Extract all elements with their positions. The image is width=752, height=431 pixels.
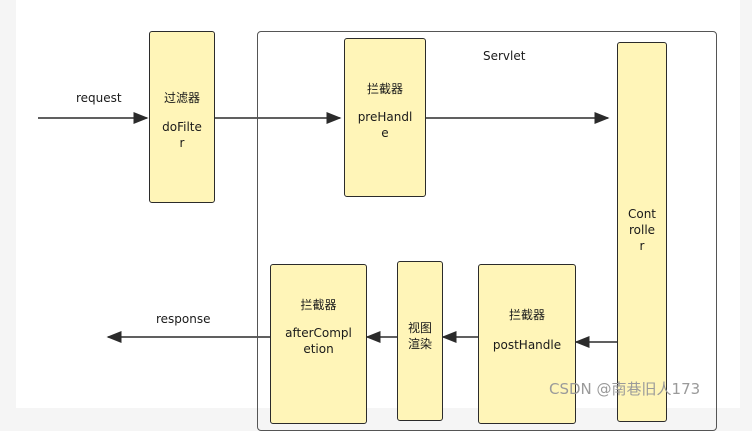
view-render-line-1: 视图 (407, 321, 432, 335)
aftercompletion-method-line-1: afterCompl (285, 326, 352, 340)
prehandle-title: 拦截器 (366, 82, 403, 96)
prehandle-method: preHandl e (358, 109, 413, 141)
response-label: response (156, 312, 211, 326)
aftercompletion-box: 拦截器 afterCompl etion (270, 264, 367, 424)
aftercompletion-method-line-2: etion (303, 342, 334, 356)
controller-label: Cont rolle r (628, 206, 656, 254)
filter-method-line-1: doFilte (162, 120, 202, 134)
controller-line-2: rolle (628, 223, 656, 237)
view-render-box: 视图 渲染 (397, 261, 443, 421)
prehandle-method-line-2: e (381, 126, 389, 140)
view-render-line-2: 渲染 (407, 337, 432, 351)
aftercompletion-title: 拦截器 (300, 298, 337, 312)
servlet-label: Servlet (483, 49, 526, 63)
prehandle-box: 拦截器 preHandl e (344, 38, 426, 197)
controller-line-3: r (639, 239, 645, 253)
posthandle-method: postHandle (493, 337, 561, 353)
filter-method: doFilte r (162, 119, 202, 151)
posthandle-method-line-1: postHandle (492, 338, 562, 352)
arrows-layer (38, 112, 617, 348)
prehandle-method-line-1: preHandl (357, 110, 413, 124)
filter-title: 过滤器 (163, 91, 200, 105)
controller-box: Cont rolle r (617, 42, 667, 422)
view-render-label: 视图 渲染 (408, 320, 432, 352)
filter-box: 过滤器 doFilte r (149, 31, 215, 203)
posthandle-box: 拦截器 postHandle (478, 264, 576, 424)
controller-line-1: Cont (627, 207, 657, 221)
posthandle-title: 拦截器 (508, 308, 545, 322)
csdn-watermark: CSDN @南巷旧人173 (549, 380, 701, 398)
filter-method-line-2: r (179, 136, 185, 150)
request-label: request (76, 91, 122, 105)
aftercompletion-method: afterCompl etion (285, 325, 352, 357)
